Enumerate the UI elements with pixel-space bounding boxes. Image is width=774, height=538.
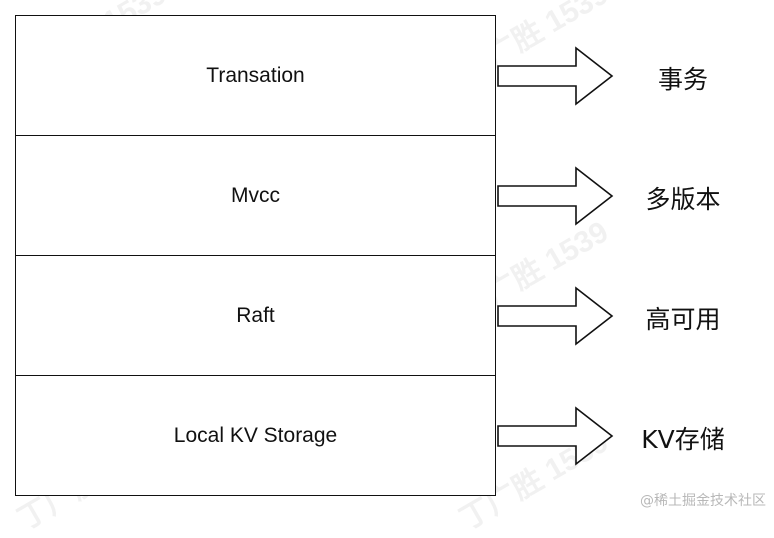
layer-label: Transation bbox=[206, 63, 305, 87]
layer-box-transaction: Transation bbox=[15, 15, 496, 136]
meaning-label-kv-storage: KV存储 bbox=[641, 425, 725, 454]
layer-box-local-kv-storage: Local KV Storage bbox=[15, 375, 496, 496]
layer-label: Local KV Storage bbox=[173, 423, 338, 447]
layer-label: Raft bbox=[236, 303, 275, 327]
right-arrow-icon bbox=[497, 46, 614, 106]
right-arrow-icon bbox=[497, 166, 614, 226]
layer-label: Mvcc bbox=[231, 183, 280, 207]
layer-box-mvcc: Mvcc bbox=[15, 135, 496, 256]
right-arrow-icon bbox=[497, 286, 614, 346]
layer-box-raft: Raft bbox=[15, 255, 496, 376]
meaning-label-transaction: 事务 bbox=[657, 65, 708, 94]
meaning-label-raft: 高可用 bbox=[645, 305, 721, 334]
source-watermark: @稀土掘金技术社区 bbox=[640, 493, 766, 509]
meaning-label-mvcc: 多版本 bbox=[645, 185, 721, 214]
right-arrow-icon bbox=[497, 406, 614, 466]
